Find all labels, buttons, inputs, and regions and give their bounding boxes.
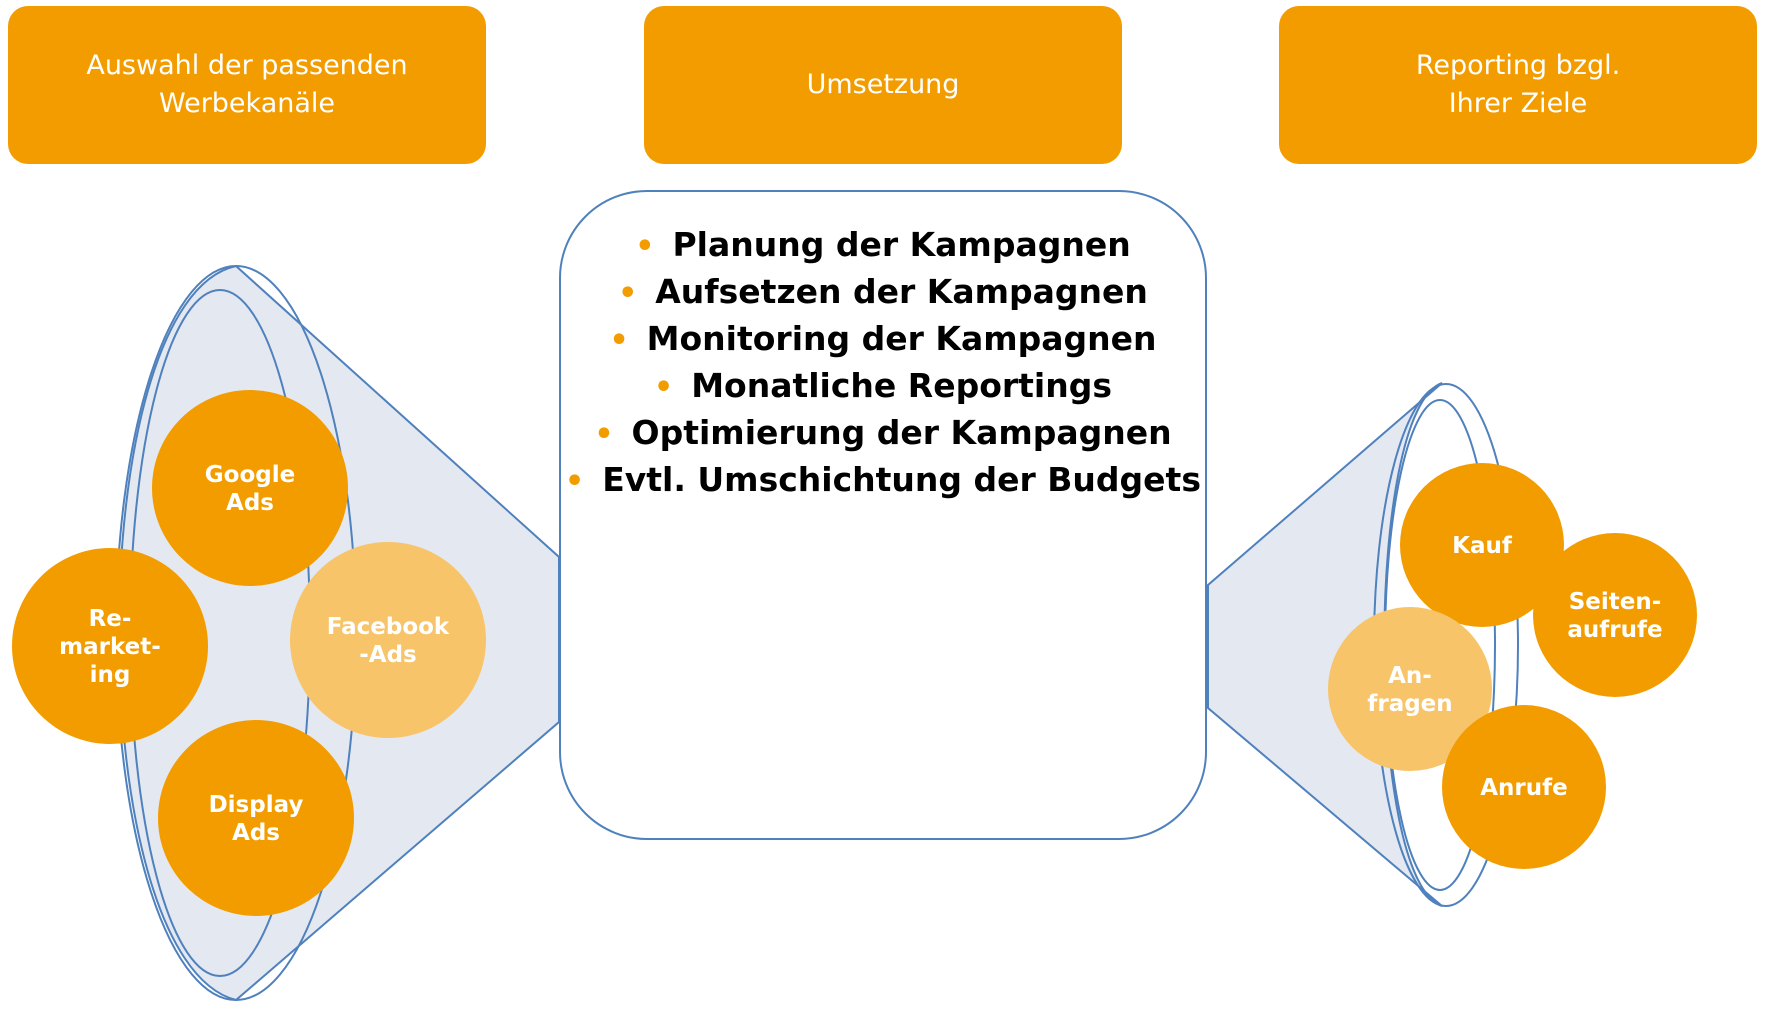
circle-label: Anrufe (1480, 775, 1568, 801)
circle-shape (12, 548, 208, 744)
circle-label: An-fragen (1367, 663, 1452, 717)
circle-node: Re-market-ing (12, 548, 208, 744)
circle-shape (290, 542, 486, 738)
circle-shape (1328, 607, 1492, 771)
process-step-label: Evtl. Umschichtung der Budgets (602, 460, 1201, 499)
header-reporting: Reporting bzgl. Ihrer Ziele (1279, 6, 1757, 164)
process-step: • Monitoring der Kampagnen (559, 316, 1207, 363)
circle-node: An-fragen (1328, 607, 1492, 771)
bullet-icon: • (565, 464, 585, 499)
circle-node: Anrufe (1442, 705, 1606, 869)
circle-shape (1400, 463, 1564, 627)
process-step-label: Planung der Kampagnen (672, 225, 1131, 264)
header-implementation-label: Umsetzung (806, 69, 960, 100)
process-steps-list: •Planung der Kampagnen •Aufsetzen der Ka… (559, 222, 1207, 504)
bullet-icon: • (594, 417, 614, 452)
bullet-icon: • (618, 276, 638, 311)
process-step-label: Aufsetzen der Kampagnen (655, 272, 1148, 311)
bullet-icon: • (609, 323, 629, 358)
circle-label: Facebook-Ads (327, 614, 450, 668)
circle-shape (1442, 705, 1606, 869)
circle-shape (152, 390, 348, 586)
process-step: • Aufsetzen der Kampagnen (559, 269, 1207, 316)
bullet-icon: • (654, 370, 674, 405)
circle-label: Seiten-aufrufe (1567, 589, 1662, 643)
circle-node: Facebook-Ads (290, 542, 486, 738)
circle-node: Kauf (1400, 463, 1564, 627)
header-channel-selection: Auswahl der passenden Werbekanäle (8, 6, 486, 164)
circle-label: Kauf (1452, 533, 1513, 559)
bullet-icon: • (635, 229, 655, 264)
circle-label: Re-market-ing (59, 606, 161, 688)
process-step: • Optimierung der Kampagnen (559, 410, 1207, 457)
header-reporting-label: Reporting bzgl. Ihrer Ziele (1415, 50, 1621, 119)
header-implementation: Umsetzung (644, 6, 1122, 164)
process-step: • Planung der Kampagnen (559, 222, 1207, 269)
header-channel-selection-label: Auswahl der passenden Werbekanäle (86, 50, 408, 119)
process-step-label: Monitoring der Kampagnen (646, 319, 1157, 358)
process-step: • Monatliche Reportings (559, 363, 1207, 410)
process-panel (559, 190, 1207, 840)
circle-shape (158, 720, 354, 916)
process-step-label: Monatliche Reportings (691, 366, 1112, 405)
circle-shape (1533, 533, 1697, 697)
process-step-label: Optimierung der Kampagnen (631, 413, 1172, 452)
circle-node: Seiten-aufrufe (1533, 533, 1697, 697)
process-step: • Evtl. Umschichtung der Budgets (559, 457, 1207, 504)
